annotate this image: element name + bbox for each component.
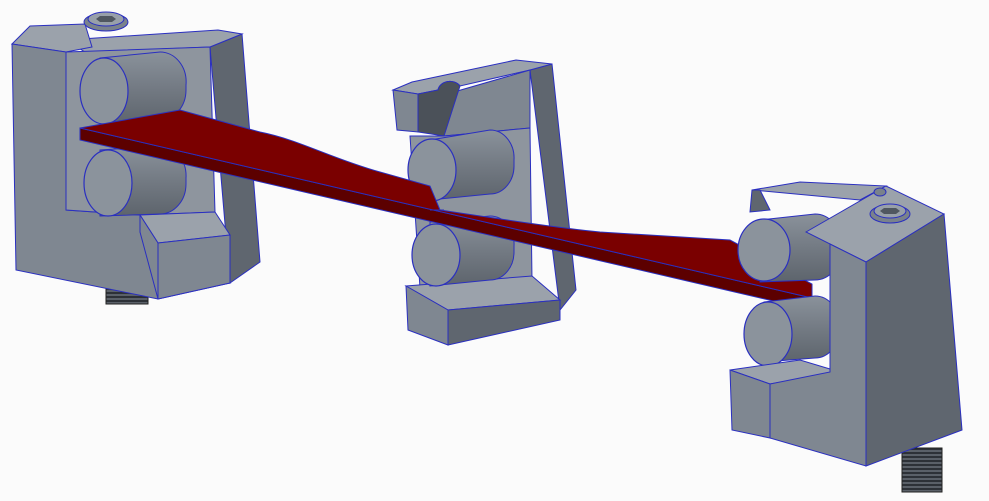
right-fixture-pin [873, 187, 887, 197]
center-fixture-left-tab [392, 89, 419, 133]
center-upper-roller [407, 129, 515, 202]
right-fixture-back-side [749, 189, 771, 213]
right-threaded-stud [901, 447, 943, 493]
center-fixture-base-side [447, 299, 561, 346]
right-support-fixture [729, 181, 963, 493]
left-fixture-step-face [157, 234, 231, 300]
right-cap-screw [869, 203, 911, 224]
center-fixture-slot [417, 80, 461, 137]
right-lower-roller [743, 295, 840, 367]
left-upper-roller [79, 51, 187, 126]
left-cap-screw [83, 11, 129, 32]
center-load-fixture [391, 59, 577, 346]
left-fixture-back-top [64, 29, 244, 53]
left-lower-roller [83, 145, 187, 217]
center-fixture-side-face [529, 63, 577, 312]
right-fixture-side-face [865, 213, 963, 467]
left-support-fixture [10, 11, 261, 305]
